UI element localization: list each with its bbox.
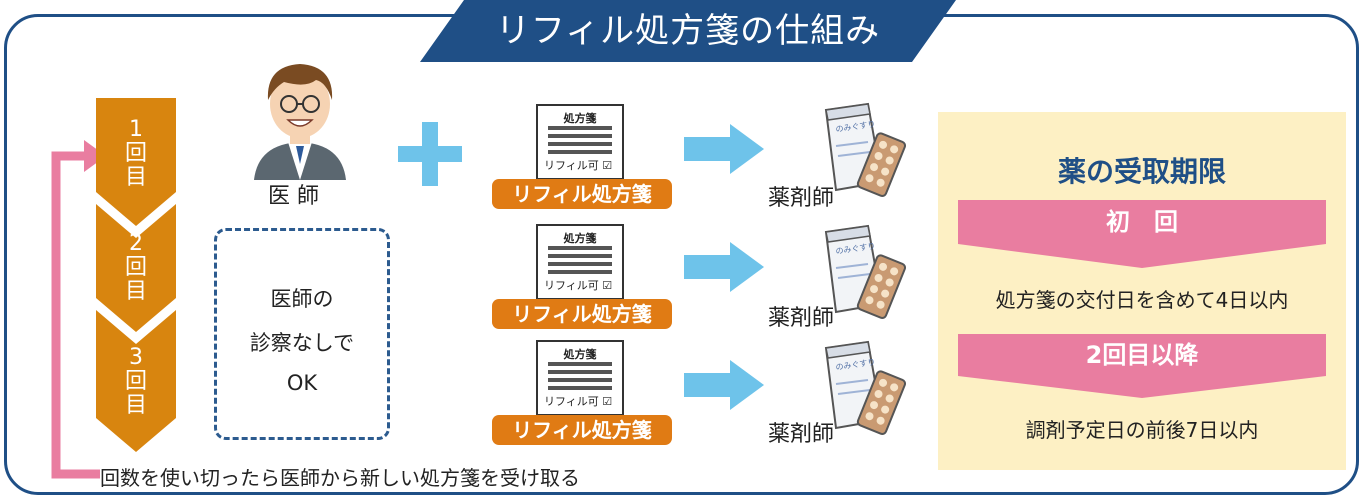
first-round-band: 初 回 xyxy=(958,200,1326,268)
round-3-number: 3 xyxy=(129,345,143,370)
refill-check: リフィル可 ☑ xyxy=(544,395,613,408)
round-2-char2: 目 xyxy=(124,279,147,304)
doctor-label: 医 師 xyxy=(268,184,319,209)
no-exam-line-1: 医師の xyxy=(270,287,334,311)
round-1-char1: 回 xyxy=(124,141,147,166)
arrow-right-icon xyxy=(684,242,764,292)
medicine-icon: のみぐすり xyxy=(824,224,907,319)
round-2-label: 2 回 目 xyxy=(116,232,156,304)
prescription-header: 処方箋 xyxy=(563,348,597,361)
doctor-icon xyxy=(254,64,346,180)
round-2-chevron xyxy=(96,204,176,332)
first-round-text: 処方箋の交付日を含めて4日以内 xyxy=(995,288,1289,312)
round-2-char1: 回 xyxy=(124,255,147,280)
pharmacist-label: 薬剤師 xyxy=(768,186,835,211)
plus-icon xyxy=(398,122,462,186)
arrow-right-icon xyxy=(684,124,764,174)
arrow-right-icon xyxy=(684,360,764,410)
loop-caption: 回数を使い切ったら医師から新しい処方箋を受け取る xyxy=(100,466,580,490)
medicine-icon: のみぐすり xyxy=(824,102,907,197)
round-1-char2: 目 xyxy=(124,165,147,190)
prescription-card: 処方箋 リフィル可 ☑ xyxy=(536,224,624,300)
refill-prescription-tag: リフィル処方箋 xyxy=(492,415,672,445)
round-3-label: 3 回 目 xyxy=(116,346,156,418)
refill-check: リフィル可 ☑ xyxy=(544,279,613,292)
deadline-title: 薬の受取期限 xyxy=(1057,155,1226,188)
prescription-header: 処方箋 xyxy=(563,232,597,245)
prescription-header: 処方箋 xyxy=(563,112,597,125)
refill-prescription-tag: リフィル処方箋 xyxy=(492,179,672,209)
prescription-card: 処方箋 リフィル可 ☑ xyxy=(536,104,624,180)
first-round-label: 初 回 xyxy=(1106,208,1178,236)
loop-arrow-icon xyxy=(51,140,106,479)
no-exam-line-2: 診察なしで xyxy=(249,331,355,355)
pharmacist-label: 薬剤師 xyxy=(768,306,835,331)
later-rounds-text: 調剤予定日の前後7日以内 xyxy=(1025,418,1259,442)
round-1-chevron xyxy=(96,98,176,226)
page-title: リフィル処方箋の仕組み xyxy=(495,11,881,51)
round-1-number: 1 xyxy=(129,117,143,142)
refill-check: リフィル可 ☑ xyxy=(544,159,613,172)
refill-prescription-tag: リフィル処方箋 xyxy=(492,299,672,329)
round-2-number: 2 xyxy=(129,231,143,256)
deadline-panel: 薬の受取期限 初 回 処方箋の交付日を含めて4日以内 2回目以降 調剤予定日の前… xyxy=(938,112,1346,470)
later-rounds-band: 2回目以降 xyxy=(958,334,1326,398)
round-3-chevron xyxy=(96,310,176,452)
round-chevrons xyxy=(96,98,176,452)
round-3-char1: 回 xyxy=(124,369,147,394)
prescription-card: 処方箋 リフィル可 ☑ xyxy=(536,340,624,416)
round-1-label: 1 回 目 xyxy=(116,118,156,190)
round-3-char2: 目 xyxy=(124,393,147,418)
medicine-icon: のみぐすり xyxy=(824,340,907,435)
title-banner: リフィル処方箋の仕組み xyxy=(420,0,956,62)
pharmacist-label: 薬剤師 xyxy=(768,422,835,447)
no-exam-line-3: OK xyxy=(286,371,318,395)
later-rounds-label: 2回目以降 xyxy=(1085,341,1199,369)
no-exam-box: 医師の 診察なしで OK xyxy=(214,228,390,440)
